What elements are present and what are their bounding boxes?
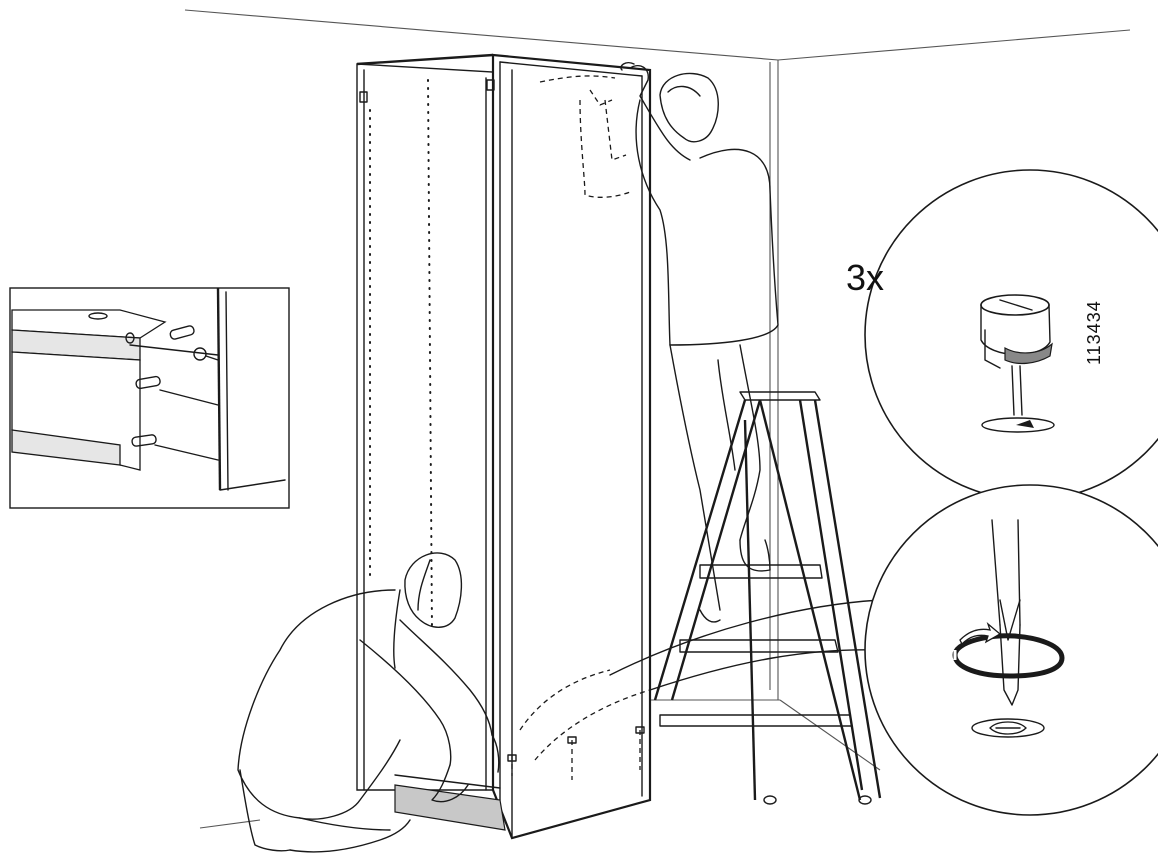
dowel-detail-inset [10, 288, 289, 508]
wardrobe-frame [357, 55, 650, 838]
part-number: 113434 [1084, 300, 1104, 365]
cam-lock-detail-circle: 3x 113434 [846, 170, 1158, 500]
quantity-label: 3x [846, 257, 884, 298]
step-ladder-icon [655, 392, 880, 804]
screwdriver-detail-circle [865, 485, 1158, 815]
